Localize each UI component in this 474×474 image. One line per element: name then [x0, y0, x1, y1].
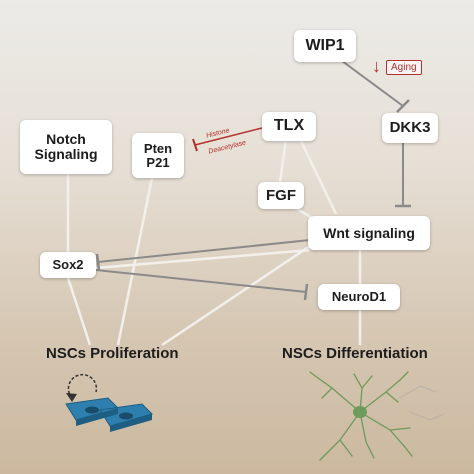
- inhibit-wip1-dkk3-bar: [396, 99, 410, 113]
- link-tlx-fgf: [278, 138, 288, 183]
- self-renewal-arrowhead-icon: [66, 393, 77, 402]
- link-sox2-proliferation: [66, 277, 92, 346]
- node-dkk3: DKK3: [382, 113, 438, 143]
- node-wip1: WIP1: [294, 30, 356, 62]
- node-tlx: TLX: [262, 112, 316, 141]
- inhibit-sox2-neurod1: [95, 269, 307, 293]
- node-neurod1: NeuroD1: [318, 284, 400, 310]
- neuron-icon: [309, 371, 445, 461]
- node-pten-p21: Pten P21: [132, 133, 184, 178]
- aging-down-arrow-icon: ↓: [372, 56, 381, 76]
- inhibit-wnt-sox2: [97, 239, 311, 263]
- aging-label: Aging: [386, 60, 422, 75]
- inhibit-wip1-dkk3: [337, 57, 404, 107]
- link-wnt-sox2: [95, 248, 311, 270]
- node-notch-signaling: Notch Signaling: [20, 120, 112, 174]
- stem-cells-icon: [65, 397, 153, 432]
- node-sox2: Sox2: [40, 252, 96, 278]
- link-wnt-proliferation: [161, 244, 311, 347]
- self-renewal-arrow-icon: [67, 373, 98, 399]
- nsc-proliferation-label: NSCs Proliferation: [46, 345, 179, 362]
- inhibit-tlx-pten: [194, 127, 263, 146]
- inhibit-wnt-sox2-bar: [95, 253, 101, 271]
- link-pten-proliferation: [116, 177, 154, 346]
- inhibit-sox2-neurod1-bar: [303, 283, 309, 301]
- nsc-differentiation-label: NSCs Differentiation: [282, 345, 428, 362]
- link-tlx-wnt: [298, 138, 338, 215]
- node-wnt-signaling: Wnt signaling: [308, 216, 430, 250]
- inhibit-tlx-pten-bar: [192, 138, 198, 152]
- node-fgf: FGF: [258, 182, 304, 209]
